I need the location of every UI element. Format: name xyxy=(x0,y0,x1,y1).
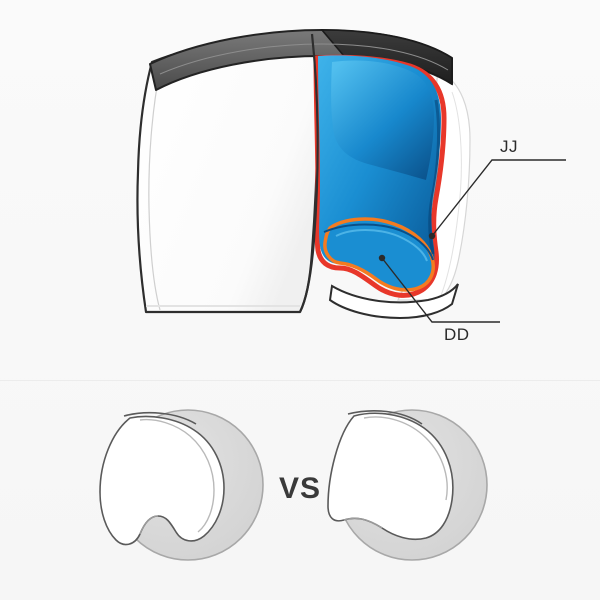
garment-cut-edge xyxy=(299,33,319,313)
pouch-blue-3d xyxy=(313,54,447,298)
vs-label: VS xyxy=(279,472,321,505)
underwear-cutaway-illustration: JJ DD xyxy=(136,29,566,344)
comparison-left-circle xyxy=(99,409,264,561)
waistband xyxy=(149,29,453,91)
comparison-section: VS xyxy=(0,380,600,600)
label-jj: JJ xyxy=(500,137,518,156)
section-divider xyxy=(0,380,600,381)
label-dd: DD xyxy=(444,325,470,344)
leg-opening-flap xyxy=(328,283,459,320)
comparison-right-circle xyxy=(327,409,488,561)
callout-jj: JJ xyxy=(428,137,566,240)
callout-dd: DD xyxy=(378,254,500,344)
